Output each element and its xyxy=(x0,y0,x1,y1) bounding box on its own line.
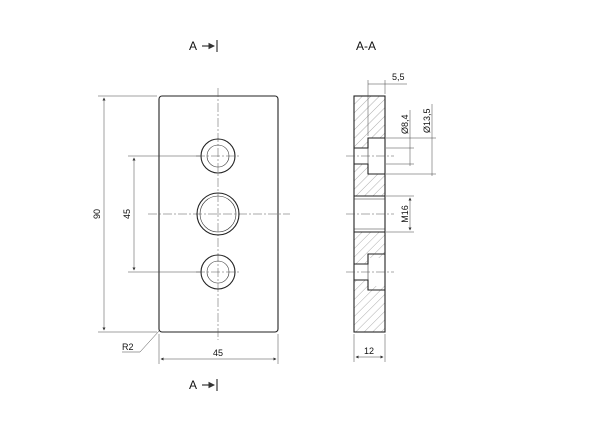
counterbore-hole-bottom xyxy=(200,254,236,290)
dim-thickness-label: 12 xyxy=(364,346,374,356)
section-marker-bottom: A xyxy=(189,378,218,392)
dim-counterbore-dia-label: Ø13,5 xyxy=(422,108,432,133)
dim-corner-radius-label: R2 xyxy=(122,342,134,352)
dim-width: 45 xyxy=(158,334,279,364)
dim-counterbore-dia: Ø13,5 xyxy=(386,104,436,176)
dim-height-total: 90 xyxy=(92,95,157,333)
section-title: A-A xyxy=(356,39,376,53)
dim-width-label: 45 xyxy=(213,348,223,358)
dim-corner-radius: R2 xyxy=(122,330,160,353)
section-marker-bottom-letter: A xyxy=(189,378,197,392)
dim-thickness: 12 xyxy=(353,334,386,362)
section-marker-top-letter: A xyxy=(189,39,197,53)
section-view: 5,5 Ø8,4 Ø13,5 M16 12 xyxy=(346,72,436,362)
dim-thread: M16 xyxy=(386,195,414,233)
threaded-hole-middle xyxy=(196,192,240,236)
section-marker-top: A xyxy=(189,39,218,53)
dim-height-total-label: 90 xyxy=(92,209,102,219)
dim-thread-label: M16 xyxy=(400,205,410,223)
front-view: 90 45 45 R2 xyxy=(92,88,290,364)
dim-hole-spacing: 45 xyxy=(122,155,200,273)
counterbore-hole-top xyxy=(200,138,236,174)
dim-hole-spacing-label: 45 xyxy=(122,209,132,219)
dim-through-hole-label: Ø8,4 xyxy=(400,114,410,134)
dim-counterbore-depth: 5,5 xyxy=(367,72,407,136)
section-thread xyxy=(354,195,385,233)
dim-counterbore-depth-label: 5,5 xyxy=(392,72,405,82)
